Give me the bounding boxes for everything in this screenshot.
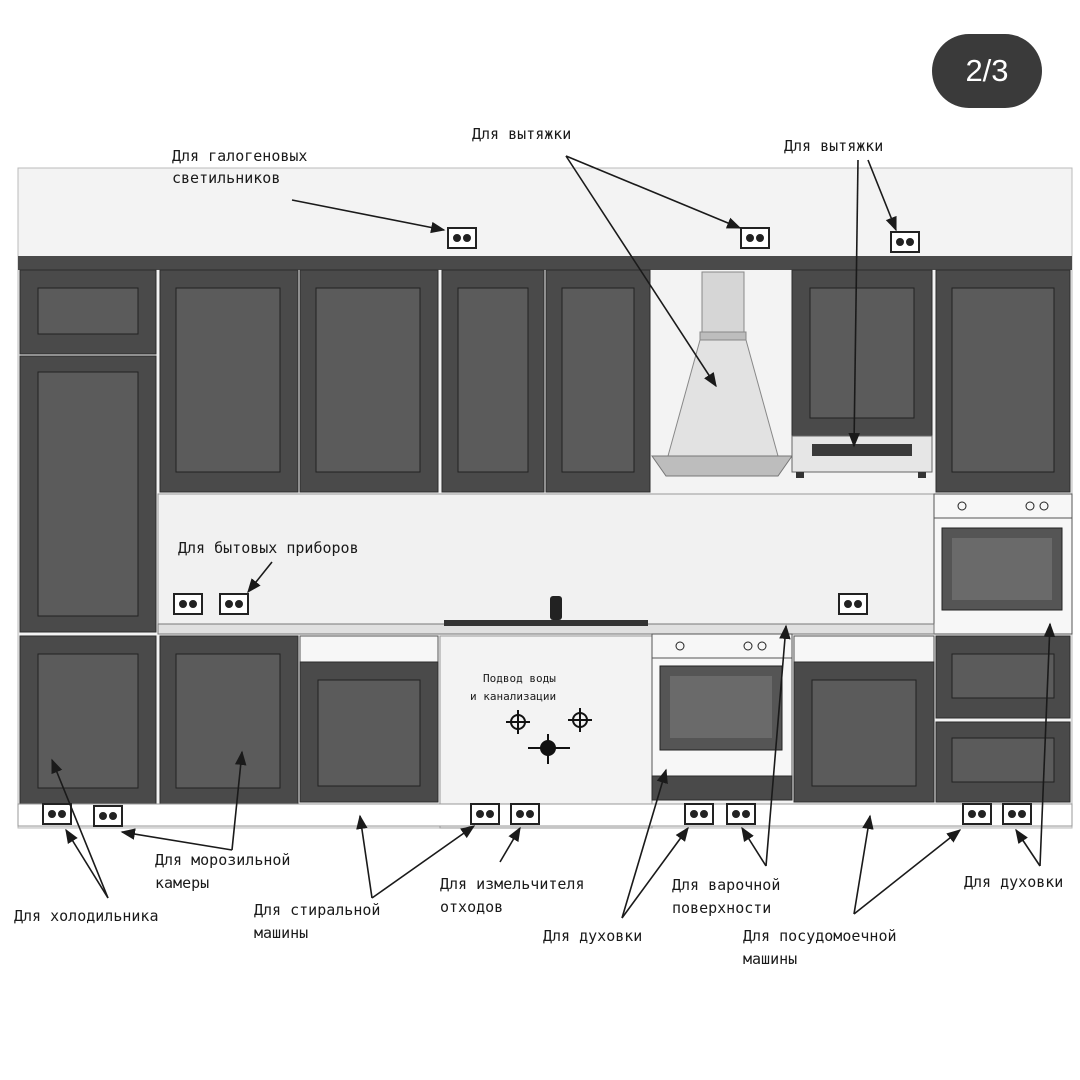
socket-oven-right-1 [962, 803, 992, 825]
socket-cooktop [726, 803, 756, 825]
socket-fridge [42, 803, 72, 825]
label-disposer-2: отходов [440, 898, 503, 916]
socket-hood-2 [890, 231, 920, 253]
label-cooktop-2: поверхности [672, 899, 771, 917]
label-dishwasher-2: машины [743, 950, 797, 968]
sink-base [439, 635, 653, 829]
label-water-2: и канализации [470, 690, 556, 703]
sockets [42, 227, 1032, 827]
label-freezer-2: камеры [155, 874, 209, 892]
chimney-hood [651, 271, 793, 477]
socket-backsplash-right [838, 593, 868, 615]
socket-disposer [510, 803, 540, 825]
label-water-1: Подвод воды [483, 672, 556, 685]
label-halogen-1: Для галогеновых [172, 147, 307, 165]
washer-panel [299, 635, 439, 663]
upper-cabinets [19, 269, 1071, 633]
leader-arrows [51, 155, 1056, 919]
socket-oven [684, 803, 714, 825]
bottle [550, 596, 562, 620]
wall-oven-right [933, 493, 1073, 635]
label-disposer-1: Для измельчителя [440, 875, 585, 893]
socket-hood-1 [740, 227, 770, 249]
page-counter-badge[interactable]: 2/3 [932, 34, 1042, 108]
socket-freezer [93, 805, 123, 827]
socket-halogen [447, 227, 477, 249]
backsplash [157, 493, 935, 627]
labels: Для галогеновых светильников Для вытяжки… [14, 125, 1063, 968]
label-hood-center: Для вытяжки [472, 125, 571, 143]
built-in-hood [791, 435, 933, 478]
label-halogen-2: светильников [172, 169, 280, 187]
water-connection-icons [506, 708, 592, 764]
cooktop [444, 620, 648, 626]
label-freezer-1: Для морозильной [155, 851, 290, 869]
socket-oven-right-2 [1002, 803, 1032, 825]
socket-washer [470, 803, 500, 825]
label-dishwasher-1: Для посудомоечной [743, 927, 897, 945]
label-washer-1: Для стиральной [254, 901, 380, 919]
label-oven-bottom: Для духовки [543, 927, 642, 945]
label-oven-right: Для духовки [964, 873, 1063, 891]
label-washer-2: машины [254, 924, 308, 942]
label-hood-right: Для вытяжки [784, 137, 883, 155]
dishwasher-panel [793, 635, 935, 663]
label-fridge: Для холодильника [14, 907, 159, 925]
cornice [18, 256, 1072, 270]
socket-appliance-1 [173, 593, 203, 615]
label-cooktop-1: Для варочной [672, 876, 780, 894]
plinth [17, 803, 1073, 827]
lower-cabinets [19, 633, 1071, 829]
label-appliances: Для бытовых приборов [178, 539, 359, 557]
socket-appliance-2 [219, 593, 249, 615]
